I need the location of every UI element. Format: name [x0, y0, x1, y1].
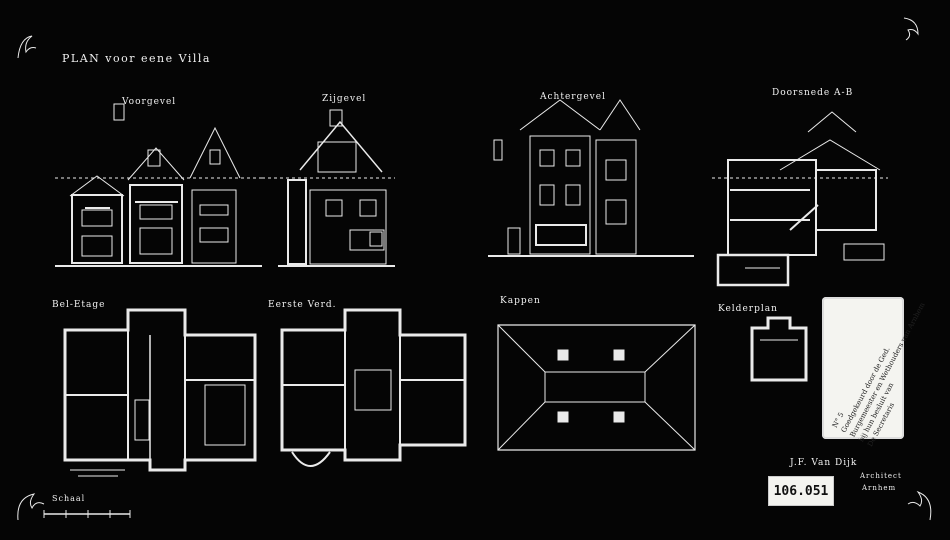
plan-kappen-drawing [497, 324, 696, 451]
plan-kelderplan-drawing [750, 316, 808, 382]
page-title: PLAN voor eene Villa [62, 52, 211, 65]
label-doorsnede: Doorsnede A-B [772, 88, 854, 98]
label-eerste-verd: Eerste Verd. [268, 300, 337, 310]
architect-place: Arnhem [862, 484, 897, 492]
plan-eerste-verd-drawing [280, 308, 467, 467]
architect-title: Architect [860, 472, 902, 480]
label-achtergevel: Achtergevel [540, 92, 606, 102]
label-kelderplan: Kelderplan [718, 304, 778, 314]
plan-bel-etage-drawing [63, 308, 257, 477]
label-kappen: Kappen [500, 296, 541, 306]
corner-ornament-icon [17, 17, 932, 521]
elevation-voorgevel-drawing [55, 103, 262, 267]
architect-name: J.F. Van Dijk [790, 458, 858, 468]
elevation-zijgevel-drawing [262, 109, 395, 267]
sheet-number-label: 106.051 [768, 476, 834, 506]
label-voorgevel: Voorgevel [122, 97, 177, 107]
section-doorsnede-drawing [712, 111, 888, 287]
scale-label: Schaal [52, 494, 86, 503]
elevation-achtergevel-drawing [488, 99, 694, 257]
scale-bar [43, 510, 131, 518]
approval-sticker: N° 5 Goedgekeurd door de Ged. Burgemeest… [822, 297, 927, 448]
label-zijgevel: Zijgevel [322, 94, 367, 104]
label-bel-etage: Bel-Etage [52, 300, 106, 310]
